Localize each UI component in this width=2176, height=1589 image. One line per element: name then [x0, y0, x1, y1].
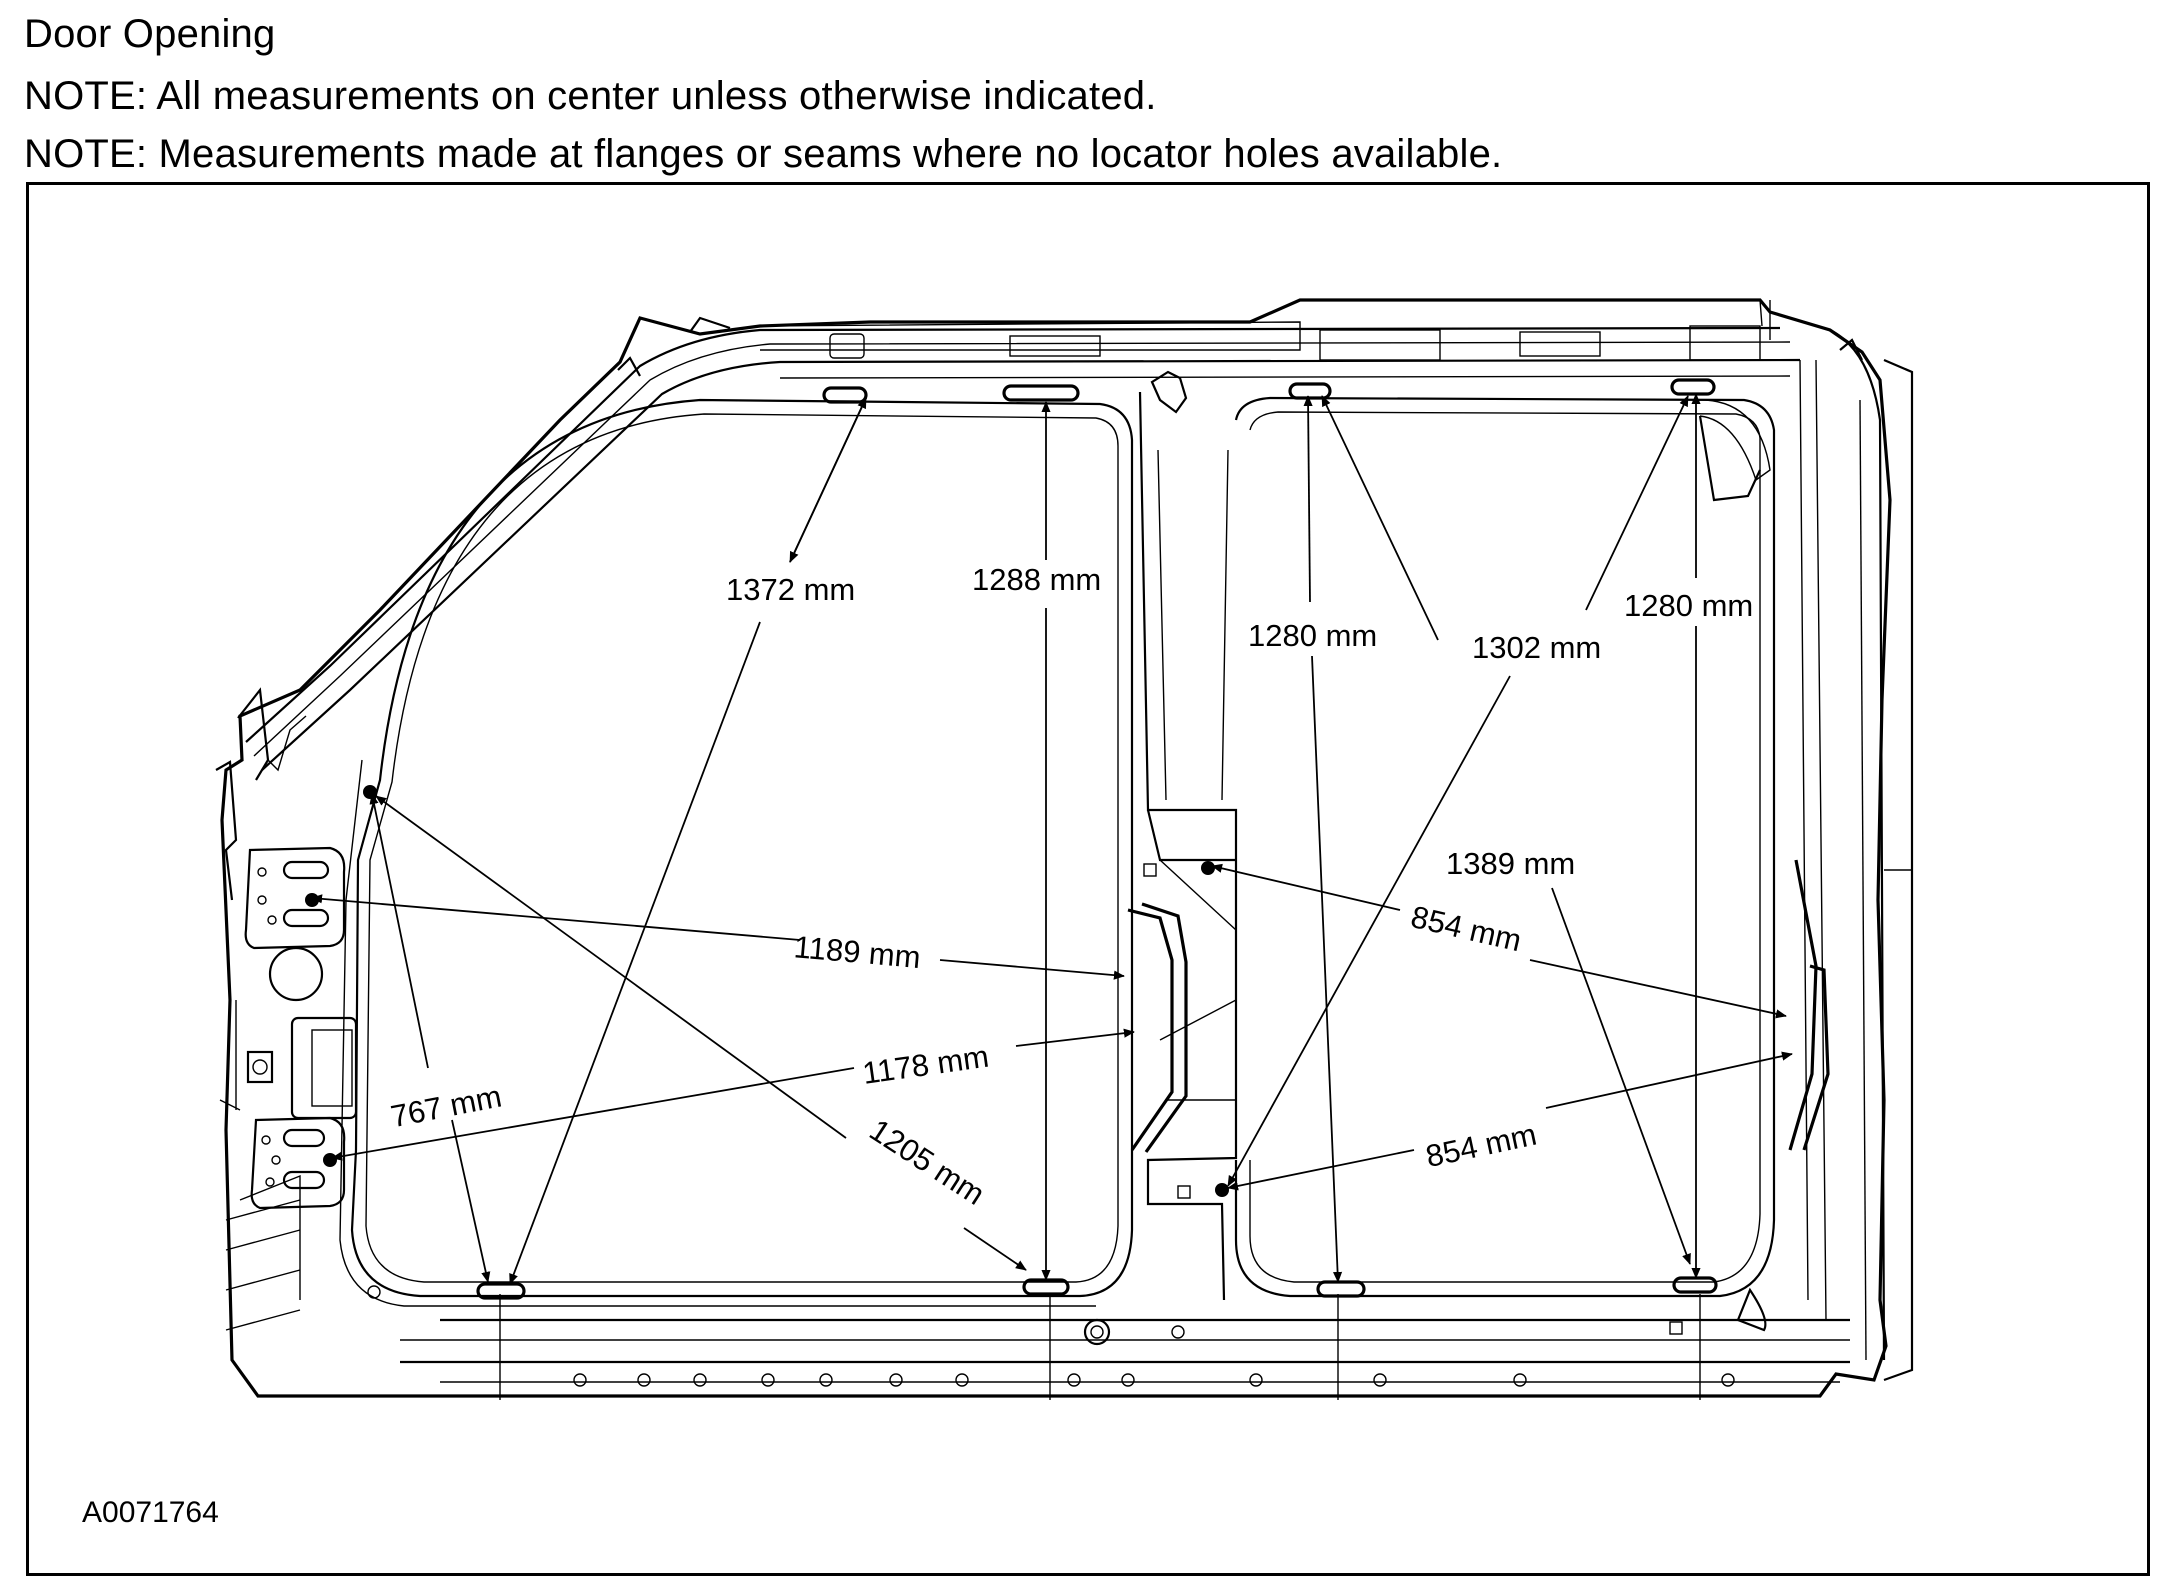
- label-1288: 1288 mm: [972, 562, 1101, 597]
- label-1372: 1372 mm: [726, 572, 855, 607]
- label-854-upper: 854 mm: [1408, 899, 1525, 958]
- measurement-labels: 1372 mm 1288 mm 1280 mm 1302 mm 1280 mm …: [388, 562, 1753, 1212]
- figure-code: A0071764: [82, 1496, 219, 1529]
- measured-points: [305, 785, 1229, 1197]
- label-1389: 1389 mm: [1446, 846, 1575, 881]
- slot-locators: [476, 378, 1718, 1300]
- note-on-center: NOTE: All measurements on center unless …: [24, 74, 1157, 118]
- label-1280-right: 1280 mm: [1624, 588, 1753, 623]
- front-door-opening: [339, 398, 1134, 1307]
- diagram-frame: [26, 182, 2150, 1576]
- label-767: 767 mm: [388, 1078, 505, 1134]
- page-title: Door Opening: [24, 12, 276, 56]
- label-1205: 1205 mm: [863, 1112, 990, 1212]
- rocker-holes: [367, 1285, 1735, 1387]
- label-1280-center: 1280 mm: [1248, 618, 1377, 653]
- label-1189: 1189 mm: [793, 929, 922, 975]
- b-pillar: [1127, 370, 1238, 1301]
- note-flanges-seams: NOTE: Measurements made at flanges or se…: [24, 132, 1503, 176]
- rear-door-opening: [1234, 396, 1830, 1332]
- measurement-lines: [311, 393, 1793, 1285]
- label-854-lower: 854 mm: [1423, 1117, 1540, 1175]
- label-1178: 1178 mm: [860, 1039, 991, 1091]
- body-side-outline: [215, 298, 1914, 1400]
- label-1302: 1302 mm: [1472, 630, 1601, 665]
